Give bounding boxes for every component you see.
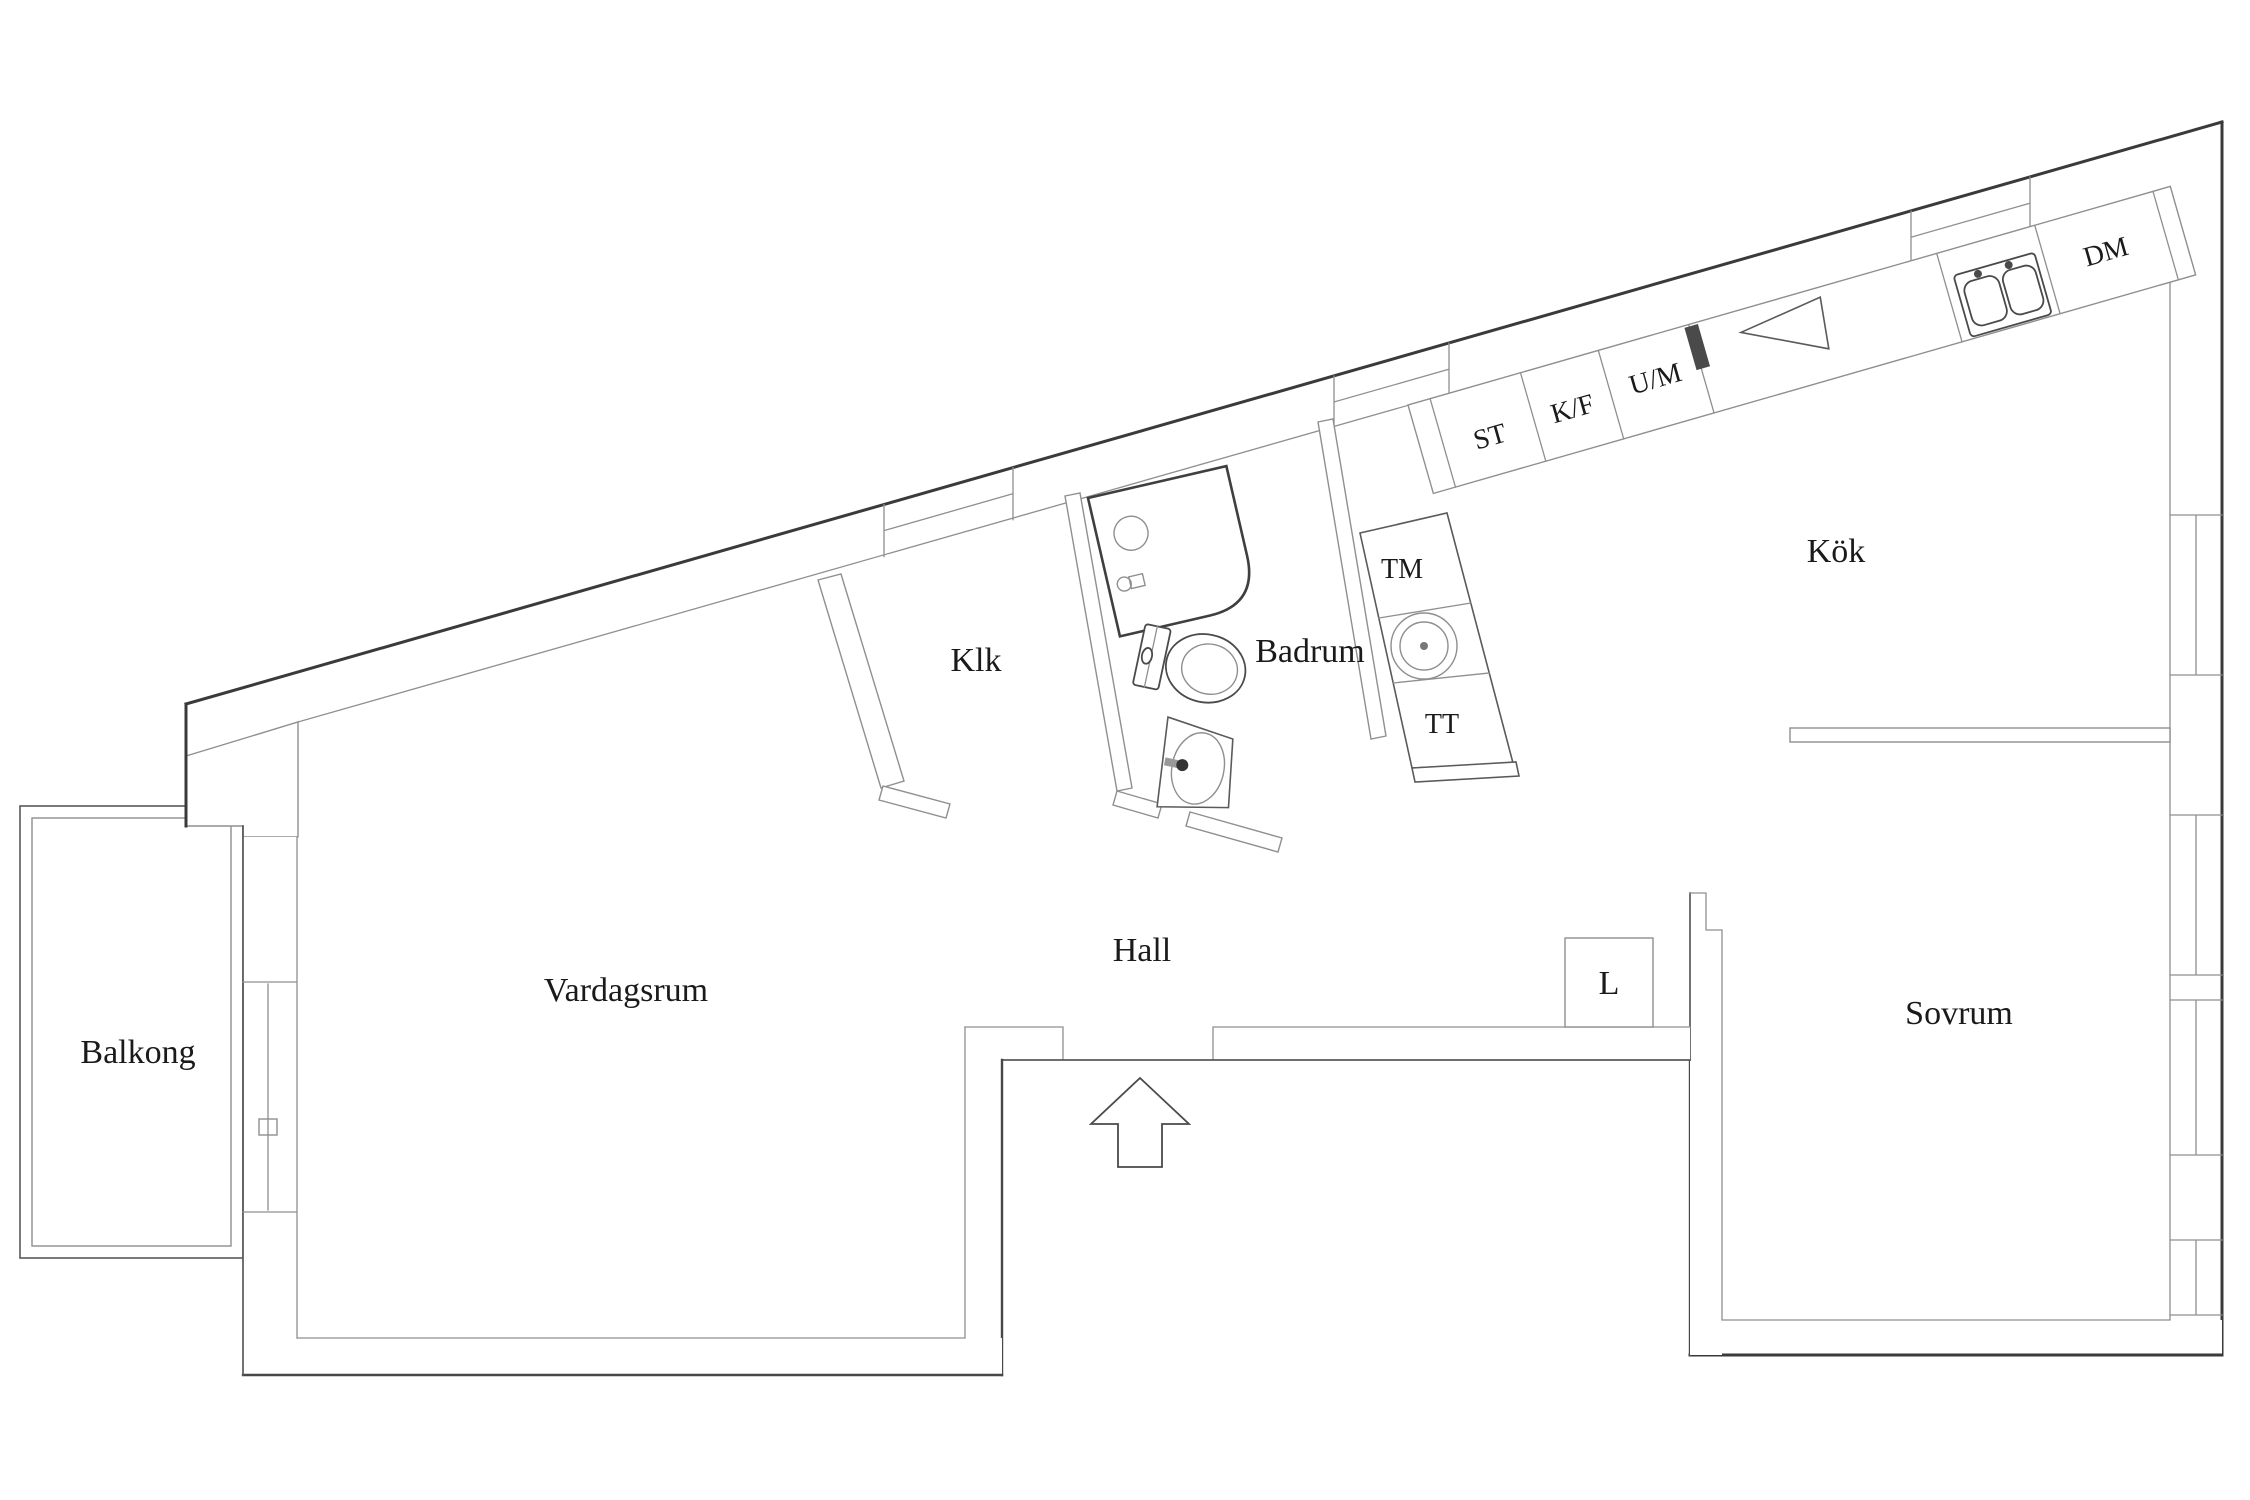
closet-walls (817, 573, 951, 819)
balcony-outline (19, 805, 244, 1259)
bathroom-walls (1064, 418, 1387, 853)
north-exterior-wall (184, 120, 2224, 756)
counter-divider-block (1684, 323, 1711, 371)
appliance-label-washing-machine: TM (1381, 554, 1423, 585)
east-exterior-wall (2169, 120, 2224, 1357)
kitchen-bedroom-wall (1789, 727, 2171, 743)
room-label-kitchen: Kök (1807, 533, 1866, 570)
living-room-west-wall (242, 825, 298, 1376)
room-label-wardrobe: L (1599, 965, 1620, 1002)
appliance-label-dryer: TT (1425, 709, 1459, 740)
room-label-bathroom: Badrum (1255, 633, 1365, 670)
room-label-hall: Hall (1113, 932, 1172, 969)
balcony-door (258, 983, 278, 1211)
toilet-icon (1132, 623, 1247, 704)
hall-south-wall (964, 1026, 1691, 1061)
laundry-column: TM TT (1359, 512, 1520, 783)
room-label-living-room: Vardagsrum (544, 972, 708, 1009)
window-north-1 (883, 467, 1014, 558)
room-label-closet: Klk (951, 642, 1002, 679)
room-label-bedroom: Sovrum (1905, 995, 2013, 1032)
living-room-south-wall (241, 1337, 1004, 1377)
kitchen-sink-icon (1953, 252, 2052, 338)
bathroom-sink-icon (1156, 715, 1234, 809)
balcony-door-handle-icon (258, 1118, 278, 1136)
window-east-2 (2169, 814, 2223, 976)
hob-icon (1738, 296, 1830, 350)
shower-icon (1086, 464, 1251, 638)
window-east-4 (2169, 1239, 2223, 1316)
window-north-3 (1910, 176, 2031, 264)
entrance-arrow-icon (1088, 1076, 1192, 1168)
room-label-balcony: Balkong (80, 1034, 195, 1071)
window-east-3 (2169, 999, 2223, 1156)
kitchen-counter: ST K/F U/M DM (1407, 185, 2197, 495)
bedroom-west-wall (1689, 892, 1723, 1355)
entry-recess-west-wall (964, 1026, 1004, 1377)
wardrobe-box (1564, 937, 1654, 1028)
washer-drum-icon (1390, 612, 1458, 680)
window-north-2 (1333, 342, 1450, 429)
west-upper-wall (184, 702, 299, 838)
window-east-1 (2169, 514, 2223, 676)
